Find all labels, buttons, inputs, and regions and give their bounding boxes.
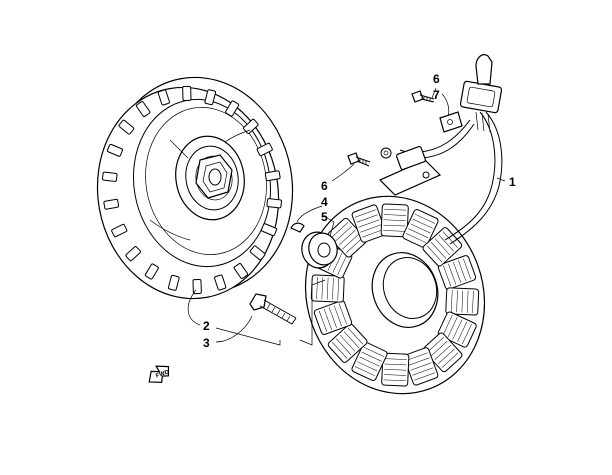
callouts: 1 2 3 4 5 6 6 7 bbox=[203, 72, 516, 350]
stator-coil bbox=[351, 204, 387, 243]
collar bbox=[301, 231, 338, 269]
harness-clamp bbox=[439, 111, 463, 133]
rim-slot bbox=[102, 171, 118, 182]
stator-coil bbox=[351, 341, 388, 381]
callout-5: 5 bbox=[321, 210, 328, 224]
leader-lines bbox=[187, 87, 506, 346]
flywheel-rim-slots bbox=[102, 85, 282, 295]
callout-7: 7 bbox=[433, 88, 440, 102]
stator-coil bbox=[381, 352, 410, 387]
stator-coil bbox=[327, 323, 368, 363]
pickup-sensor bbox=[378, 145, 442, 196]
rim-slot bbox=[144, 263, 159, 280]
callout-1: 1 bbox=[509, 175, 516, 189]
rim-slot bbox=[192, 279, 202, 295]
rim-slot bbox=[118, 119, 135, 135]
rim-slot bbox=[256, 142, 273, 157]
rim-slot bbox=[125, 246, 141, 262]
rim-slot bbox=[266, 198, 282, 209]
screw-upper bbox=[411, 90, 435, 103]
rim-slot bbox=[182, 85, 192, 101]
rim-slot bbox=[103, 198, 120, 210]
callout-3: 3 bbox=[203, 336, 210, 350]
rim-slot bbox=[111, 223, 128, 238]
rim-slot bbox=[264, 170, 281, 182]
flywheel bbox=[96, 76, 294, 300]
rim-slot bbox=[243, 118, 259, 134]
stator-coil bbox=[422, 227, 463, 267]
fwd-label: FWD bbox=[155, 369, 170, 379]
stator-coil bbox=[380, 203, 409, 238]
stator-coil bbox=[313, 300, 353, 335]
flywheel-bolt bbox=[249, 293, 297, 325]
rim-slot bbox=[249, 245, 266, 261]
fwd-arrow: FWD bbox=[148, 365, 171, 384]
stator-coil bbox=[437, 255, 477, 290]
rim-slot bbox=[167, 274, 180, 291]
stator-coil bbox=[445, 287, 480, 316]
stator-coils bbox=[310, 203, 480, 387]
flywheel-nut bbox=[195, 154, 233, 199]
rim-slot bbox=[204, 89, 217, 106]
rim-slot bbox=[157, 89, 170, 106]
rim-slot bbox=[106, 143, 123, 157]
woodruff-key bbox=[290, 222, 305, 233]
callout-2: 2 bbox=[203, 319, 210, 333]
callout-6-upper: 6 bbox=[433, 72, 440, 86]
callout-4: 4 bbox=[321, 195, 328, 209]
rim-slot bbox=[135, 101, 151, 117]
rim-slot bbox=[233, 263, 249, 279]
rim-slot bbox=[261, 223, 278, 237]
rim-slot bbox=[214, 274, 227, 291]
harness-connector bbox=[459, 80, 503, 114]
stator-coil bbox=[310, 274, 345, 303]
screw-middle bbox=[347, 152, 371, 167]
callout-6-middle: 6 bbox=[321, 179, 328, 193]
connector-boot bbox=[475, 54, 493, 85]
stator-coil bbox=[403, 347, 439, 386]
rim-slot bbox=[225, 100, 240, 117]
stator-coil bbox=[402, 209, 439, 249]
stator bbox=[304, 195, 486, 395]
